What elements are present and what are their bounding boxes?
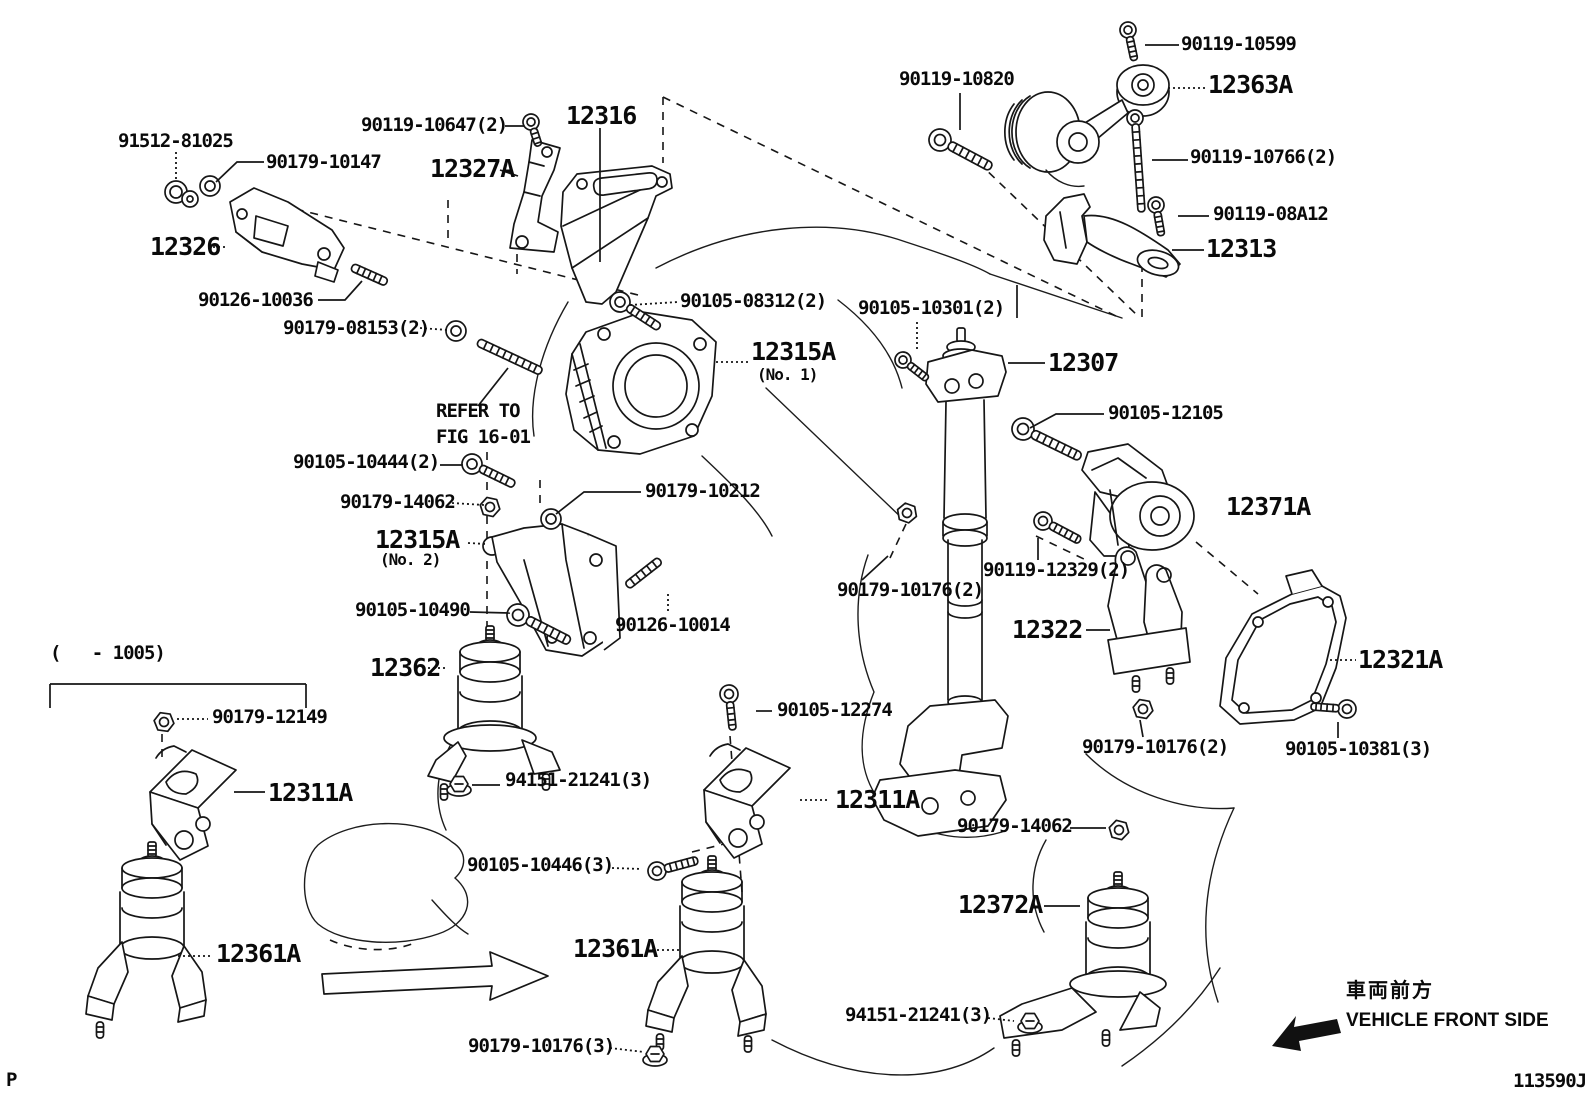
part-12322-drawing (1107, 546, 1191, 693)
part-label-90119-08a12: 90119-08A12 (1213, 203, 1329, 225)
fasteners (152, 19, 1358, 1067)
nut-90179-14062-2 (1106, 818, 1132, 842)
bolt-90105-10301 (890, 347, 934, 387)
part-label-12362: 12362 (370, 653, 441, 682)
part-12311a-right-drawing (703, 743, 791, 859)
part-label-90105-12274: 90105-12274 (777, 699, 893, 721)
nut-90179-12149 (152, 711, 176, 733)
part-12315a-no1-drawing (565, 311, 717, 455)
bolt-90119-10766 (1125, 108, 1151, 214)
part-sublabel-no2: (No. 2) (380, 550, 441, 569)
figure-code: 113590J (1513, 1070, 1587, 1092)
part-label-12322: 12322 (1012, 615, 1083, 644)
part-label-90179-12149: 90179-12149 (212, 706, 328, 728)
nut-90179-08153 (445, 320, 467, 342)
part-label-90119-10766: 90119-10766(2) (1190, 146, 1337, 168)
engine-pulley-drawing (1004, 91, 1100, 188)
part-label-90179-10176-c: 90179-10176(3) (468, 1035, 615, 1057)
nut-90179-10176-b (1130, 697, 1156, 721)
refer-note-line1: REFER TO (436, 400, 521, 422)
part-label-12361a-center: 12361A (573, 934, 658, 963)
part-label-12327a: 12327A (430, 154, 515, 183)
part-12361a-center-drawing (645, 855, 767, 1053)
part-12315a-no2-drawing (482, 523, 621, 657)
part-label-12311a-left: 12311A (268, 778, 353, 807)
part-label-90105-10444: 90105-10444(2) (293, 451, 440, 473)
assembly-dash-lines (161, 96, 1259, 951)
part-label-12371a: 12371A (1226, 492, 1311, 521)
bolt-90119-08a12 (1145, 194, 1171, 238)
part-label-90119-10599: 90119-10599 (1181, 33, 1297, 55)
part-12311a-left-drawing (149, 745, 237, 861)
vehicle-front-note-jp: 車両前方 (1346, 978, 1434, 1002)
big-outline-arrow (321, 951, 549, 1001)
part-label-90179-10147: 90179-10147 (266, 151, 382, 173)
part-label-12315a-no2: 12315A (375, 525, 460, 554)
stud-refer-fig (475, 337, 544, 377)
vehicle-front-arrow (1272, 1016, 1341, 1051)
part-label-12316: 12316 (566, 101, 637, 130)
part-12307-drawing (871, 327, 1009, 837)
bolt-90119-10820 (924, 124, 998, 178)
part-label-90179-08153: 90179-08153(2) (283, 317, 430, 339)
production-range-note: ( - 1005) (50, 642, 166, 664)
refer-note-line2: FIG 16-01 (436, 426, 531, 448)
nut-91512-81025 (164, 180, 199, 208)
part-label-90179-14062-1: 90179-14062 (340, 491, 456, 513)
nut-90179-10147 (199, 175, 221, 197)
nut-90179-10176-a (893, 500, 921, 526)
part-label-12315a-no1: 12315A (751, 337, 836, 366)
part-label-90105-08312: 90105-08312(2) (680, 290, 827, 312)
part-label-90119-10820: 90119-10820 (899, 68, 1015, 90)
bolt-90105-12105 (1007, 413, 1087, 468)
part-label-12311a-right: 12311A (835, 785, 920, 814)
part-label-90105-10381: 90105-10381(3) (1285, 738, 1432, 760)
part-label-12361a-left: 12361A (216, 939, 301, 968)
part-12362-drawing (427, 625, 561, 801)
leader-lines (49, 44, 1356, 1053)
nut-90179-14062-1 (477, 495, 503, 519)
part-label-90179-10176-a: 90179-10176(2) (837, 579, 984, 601)
part-label-90105-12105: 90105-12105 (1108, 402, 1224, 424)
part-label-12326: 12326 (150, 232, 221, 261)
stud-90126-10014 (623, 556, 664, 591)
engine-outline (303, 226, 1235, 1076)
part-label-90179-10176-b: 90179-10176(2) (1082, 736, 1229, 758)
part-label-90105-10446: 90105-10446(3) (467, 854, 614, 876)
part-12326-drawing (229, 187, 345, 283)
stud-90126-10036 (349, 262, 390, 287)
part-label-12321a: 12321A (1358, 645, 1443, 674)
part-label-90126-10036: 90126-10036 (198, 289, 314, 311)
bolt-90119-12329 (1029, 507, 1086, 550)
part-label-90105-10490: 90105-10490 (355, 599, 471, 621)
part-sublabel-no1: (No. 1) (757, 365, 818, 384)
part-label-94151-21241-1: 94151-21241(3) (505, 769, 652, 791)
part-label-91512-81025: 91512-81025 (118, 130, 234, 152)
bolt-90105-12274 (718, 683, 743, 732)
part-label-90105-10301: 90105-10301(2) (858, 297, 1005, 319)
part-12316-drawing (560, 165, 673, 305)
part-12321a-drawing (1219, 569, 1347, 725)
bolt-90119-10599 (1117, 19, 1144, 63)
part-label-90126-10014: 90126-10014 (615, 614, 731, 636)
part-label-90119-10647: 90119-10647(2) (361, 114, 508, 136)
part-label-12313: 12313 (1206, 234, 1277, 263)
page-mark: P (6, 1069, 17, 1091)
part-12327a-drawing (509, 139, 561, 253)
part-12371a-drawing (1081, 443, 1195, 557)
part-label-12372a: 12372A (958, 890, 1043, 919)
bolt-90105-10444 (457, 449, 520, 495)
part-label-90179-14062-2: 90179-14062 (957, 815, 1073, 837)
vehicle-front-note-en: VEHICLE FRONT SIDE (1346, 1010, 1549, 1031)
part-label-12307: 12307 (1048, 348, 1119, 377)
part-12372a-drawing (999, 871, 1167, 1057)
part-label-90179-10212: 90179-10212 (645, 480, 761, 502)
part-label-94151-21241-2: 94151-21241(3) (845, 1004, 992, 1026)
part-12361a-left-drawing (85, 841, 207, 1039)
part-label-90119-12329: 90119-12329(2) (983, 559, 1130, 581)
part-label-12363a: 12363A (1208, 70, 1293, 99)
direction-arrows (321, 951, 1341, 1051)
part-12313-drawing (1043, 193, 1181, 278)
